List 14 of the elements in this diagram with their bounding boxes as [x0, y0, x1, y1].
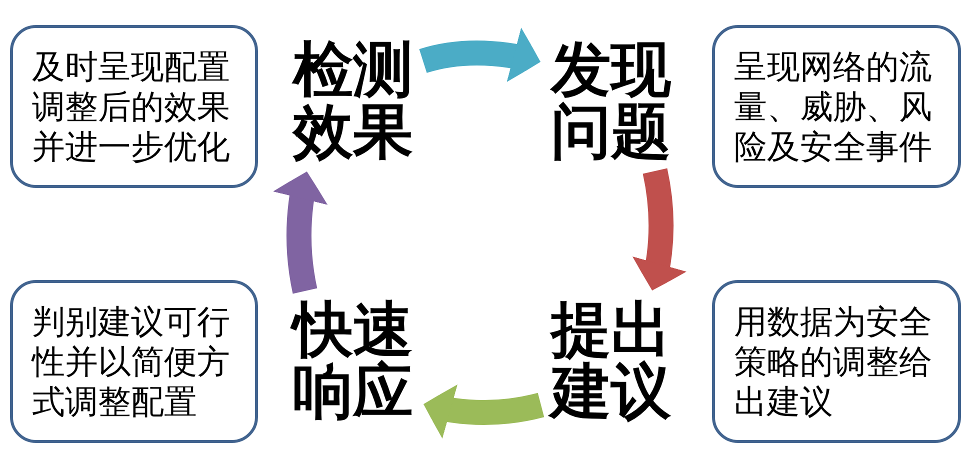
curved-arrow	[273, 168, 328, 294]
rounded-text-box	[712, 280, 961, 443]
curved-arrow	[420, 28, 544, 83]
step-label: 提出建议	[541, 291, 681, 431]
rounded-text-box	[10, 280, 258, 443]
step-label: 发现问题	[541, 31, 681, 171]
description-text: 及时呈现配置调整后的效果并进一步优化	[32, 46, 231, 166]
rounded-text-box	[10, 25, 258, 188]
step-label: 快速响应	[283, 291, 423, 431]
rounded-text-box	[712, 25, 961, 188]
description-text: 用数据为安全策略的调整给出建议	[734, 302, 933, 422]
description-text: 判别建议可行性并以简便方式调整配置	[32, 302, 231, 422]
step-label: 检测效果	[283, 31, 423, 171]
description-text: 呈现网络的流量、威胁、风险及安全事件	[734, 46, 933, 166]
